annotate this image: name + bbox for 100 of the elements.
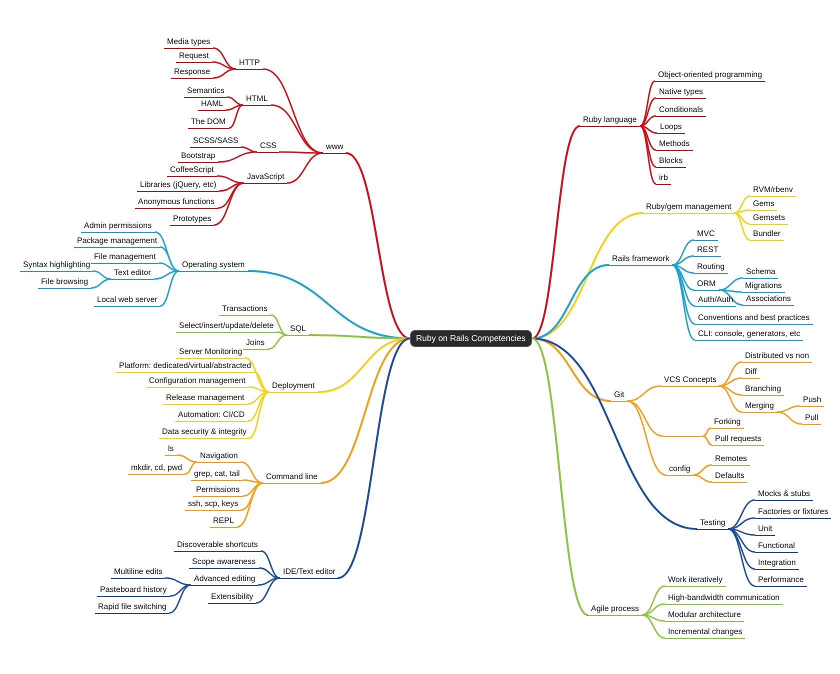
topic-label: Admin permissions (81, 221, 155, 233)
topic-label: Conventions and best practices (695, 313, 813, 325)
topic-label: VCS Concepts (661, 375, 720, 387)
branch-connector (672, 264, 694, 274)
branch-connector (236, 482, 264, 528)
topic-label: SCSS/SASS (190, 136, 242, 148)
topic-label: Joins (243, 338, 268, 350)
topic-label: Response (171, 67, 214, 79)
topic-label: Git (611, 390, 628, 402)
topic-label: CSS (257, 141, 280, 153)
topic-label: Functional (755, 541, 798, 553)
topic-label: Merging (742, 401, 777, 413)
topic-label: REST (694, 245, 722, 257)
topic-label: Testing (697, 518, 728, 530)
topic-label: Forking (711, 417, 744, 429)
topic-label: File browsing (38, 277, 92, 289)
branch-connector (226, 104, 244, 111)
branch-connector (672, 264, 696, 341)
topic-label: Operating system (179, 260, 248, 272)
branch-connector (728, 528, 756, 553)
topic-label: Migrations (742, 281, 785, 293)
branch-connector (734, 212, 750, 225)
topic-label: SQL (287, 324, 310, 336)
branch-connector (254, 371, 270, 393)
topic-label: Object-oriented programming (655, 70, 766, 82)
branch-connector (176, 454, 198, 463)
topic-label: Ruby/gem management (643, 202, 734, 214)
branch-connector (92, 270, 112, 280)
topic-label: Permissions (193, 485, 243, 497)
branch-connector (728, 528, 756, 587)
topic-label: Diff (742, 367, 760, 379)
branch-connector (672, 264, 696, 325)
topic-label: Pasteboard history (97, 585, 170, 597)
branch-connector (640, 125, 656, 185)
topic-label: Modular architecture (665, 610, 744, 622)
topic-label: Push (800, 395, 824, 407)
topic-label: Incremental changes (665, 627, 746, 639)
branch-connector (258, 567, 280, 579)
topic-label: Gemsets (750, 213, 788, 225)
branch-connector (320, 338, 410, 484)
topic-label: The DOM (188, 117, 229, 129)
topic-label: IDE/Text editor (280, 567, 338, 579)
topic-label: Prototypes (170, 214, 214, 226)
topic-label: Libraries (jQuery, etc) (137, 180, 220, 192)
branch-connector (268, 334, 288, 350)
topic-label: Extensibility (208, 592, 256, 604)
branch-connector (338, 338, 410, 579)
topic-label: Integration (755, 558, 799, 570)
topic-label: Performance (755, 575, 807, 587)
branch-connector (702, 435, 712, 446)
branch-connector (642, 603, 666, 616)
branch-connector (160, 270, 180, 307)
branch-connector (228, 104, 244, 129)
topic-label: config (666, 464, 694, 476)
topic-label: Bundler (750, 229, 784, 241)
topic-label: RVM/rbenv (750, 185, 796, 197)
branch-connector (692, 464, 712, 476)
topic-label: Package management (74, 236, 160, 248)
topic-label: Distributed vs non (742, 351, 812, 363)
topic-label: Defaults (712, 471, 748, 483)
topic-label: File management (91, 252, 159, 264)
branch-connector (218, 151, 258, 163)
topic-label: Unit (755, 524, 776, 536)
topic-label: Configuration management (146, 376, 249, 388)
branch-connector (212, 61, 236, 70)
topic-label: Request (176, 51, 212, 63)
topic-label: Select/insert/update/delete (176, 321, 277, 333)
branch-connector (672, 239, 694, 266)
branch-connector (226, 96, 244, 106)
topic-label: Agile process (588, 604, 642, 616)
topic-label: Associations (743, 294, 794, 306)
topic-label: Data security & integrity (159, 427, 250, 439)
topic-label: Server Monitoring (176, 347, 246, 359)
topic-label: Methods (656, 139, 693, 151)
topic-label: Mocks & stubs (755, 489, 814, 501)
topic-label: Command line (263, 472, 321, 484)
branch-connector (154, 270, 180, 280)
topic-label: Scope awareness (189, 557, 259, 569)
branch-connector (184, 461, 198, 475)
topic-label: Schema (743, 267, 778, 279)
topic-label: ls (165, 444, 177, 456)
topic-label: HTTP (236, 58, 263, 70)
branch-connector (776, 411, 802, 425)
topic-label: ssh, scp, keys (185, 499, 242, 511)
branch-connector (718, 385, 742, 413)
branch-connector (626, 400, 666, 476)
topic-label: Platform: dedicated/virtual/abstracted (116, 361, 254, 373)
branch-connector (642, 585, 666, 616)
branch-connector (242, 479, 264, 484)
topic-label: irb (656, 173, 671, 185)
branch-connector (279, 151, 323, 154)
branch-connector (718, 277, 744, 291)
topic-label: Pull (802, 413, 822, 425)
branch-connector (672, 255, 694, 266)
topic-label: High-bandwidth communication (665, 593, 783, 605)
topic-label: Multiline edits (111, 567, 166, 579)
branch-connector (642, 614, 666, 639)
branch-connector (734, 209, 750, 214)
branch-connector (776, 405, 800, 413)
topic-label: Navigation (197, 451, 241, 463)
